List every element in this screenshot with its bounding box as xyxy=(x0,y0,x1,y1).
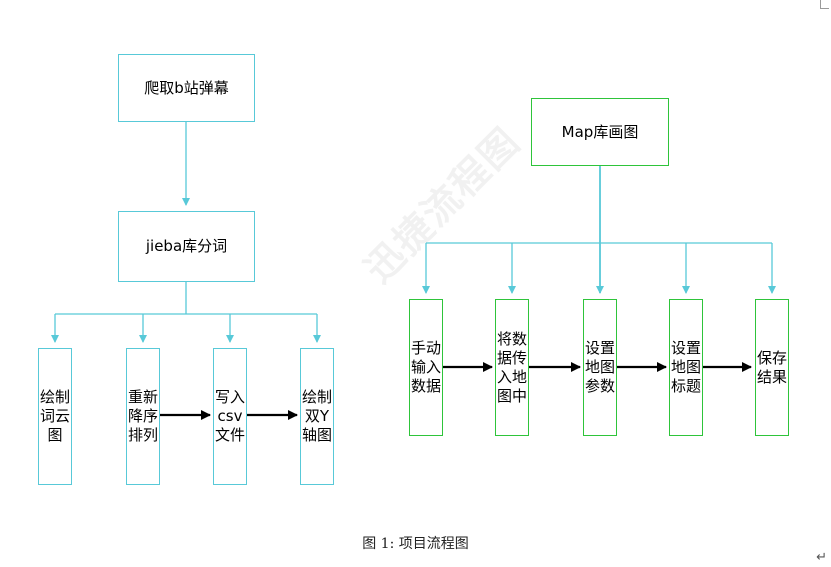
node-manual-input[interactable]: 手动 输入 数据 xyxy=(409,299,443,436)
node-set-map-params[interactable]: 设置 地图 参数 xyxy=(583,299,617,436)
node-resort-descending-label: 重新 降序 排列 xyxy=(127,388,158,444)
node-map-library-label: Map库画图 xyxy=(561,122,639,141)
node-draw-wordcloud-label: 绘制 词云 图 xyxy=(39,388,70,444)
node-crawl-danmaku-label: 爬取b站弹幕 xyxy=(144,78,229,97)
node-set-map-title[interactable]: 设置 地图 标题 xyxy=(669,299,703,436)
node-pass-data-to-map[interactable]: 将数 据传 入地 图中 xyxy=(495,299,529,436)
node-crawl-danmaku[interactable]: 爬取b站弹幕 xyxy=(118,54,255,122)
node-jieba-segmentation-label: jieba库分词 xyxy=(145,237,228,255)
figure-caption: 图 1: 项目流程图 xyxy=(362,536,469,552)
node-write-csv-label: 写入 csv 文件 xyxy=(214,388,245,444)
node-map-library[interactable]: Map库画图 xyxy=(531,98,669,166)
page-corner-mark xyxy=(820,0,829,9)
node-resort-descending[interactable]: 重新 降序 排列 xyxy=(126,348,160,485)
node-manual-input-label: 手动 输入 数据 xyxy=(410,339,441,395)
node-pass-data-to-map-label: 将数 据传 入地 图中 xyxy=(496,329,527,405)
node-save-result[interactable]: 保存 结果 xyxy=(755,299,789,436)
node-save-result-label: 保存 结果 xyxy=(756,348,787,386)
node-write-csv[interactable]: 写入 csv 文件 xyxy=(213,348,247,485)
node-set-map-params-label: 设置 地图 参数 xyxy=(584,339,615,395)
node-draw-dual-y-chart[interactable]: 绘制 双Y 轴图 xyxy=(300,348,334,485)
node-jieba-segmentation[interactable]: jieba库分词 xyxy=(118,211,255,282)
node-set-map-title-label: 设置 地图 标题 xyxy=(670,339,701,395)
paragraph-return-mark: ↵ xyxy=(816,550,827,565)
node-draw-wordcloud[interactable]: 绘制 词云 图 xyxy=(38,348,72,485)
node-draw-dual-y-chart-label: 绘制 双Y 轴图 xyxy=(301,388,332,444)
